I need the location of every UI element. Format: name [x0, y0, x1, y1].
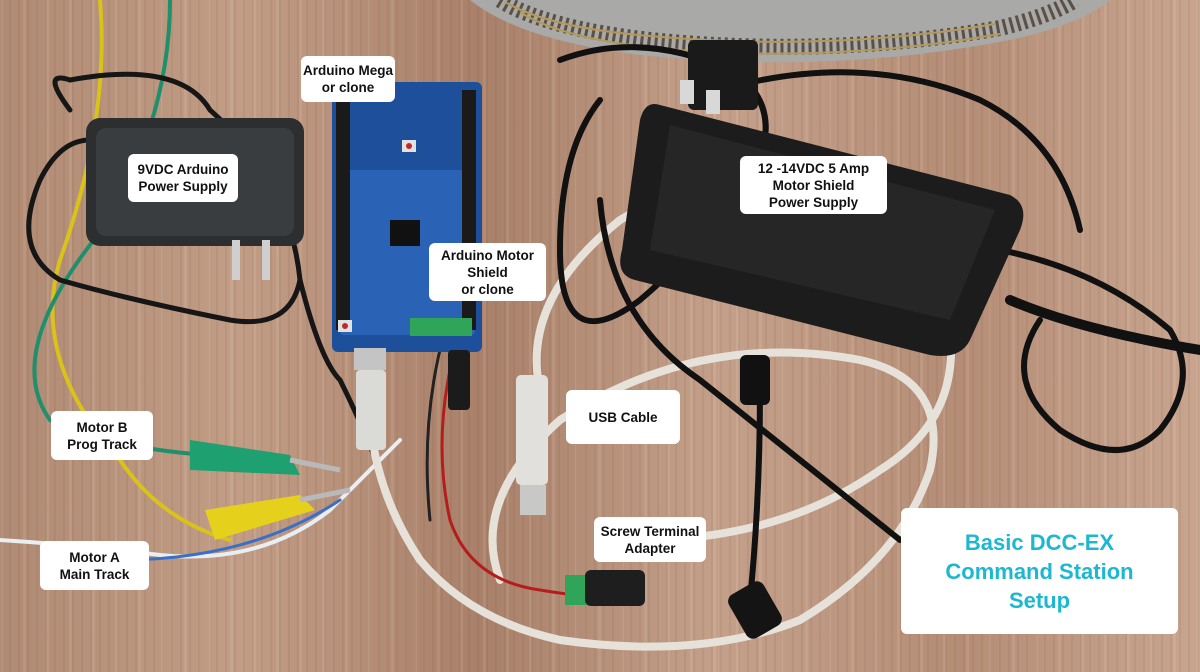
title-line-3: Setup [1008, 587, 1071, 613]
motor-power-label-line-1: 12 -14VDC 5 Amp [757, 160, 870, 176]
motor-power-label-line-3: Power Supply [768, 194, 859, 210]
motor-shield-label: Arduino Motor Shield or clone [429, 243, 546, 301]
arduino-power-label: 9VDC Arduino Power Supply [128, 154, 238, 202]
title-card: Basic DCC-EX Command Station Setup [901, 508, 1178, 634]
motor-a-label-line-2: Main Track [59, 566, 130, 582]
screw-terminal-label-line-1: Screw Terminal [600, 523, 700, 539]
usb-cable-label: USB Cable [566, 390, 680, 444]
motor-shield-label-line-2: Shield [467, 264, 508, 280]
motor-shield-label-line-1: Arduino Motor [441, 247, 534, 263]
motor-shield-label-line-3: or clone [461, 281, 514, 297]
motor-a-label: Motor A Main Track [40, 541, 149, 590]
screw-terminal-adapter [565, 570, 782, 639]
motor-b-label-line-2: Prog Track [67, 436, 137, 452]
alligator-clips [190, 440, 351, 540]
motor-b-label: Motor B Prog Track [51, 411, 153, 460]
screw-terminal-label: Screw Terminal Adapter [594, 517, 706, 562]
title-line-2: Command Station [945, 558, 1134, 584]
arduino-power-label-line-1: 9VDC Arduino [137, 162, 229, 177]
usb-plugs [356, 370, 548, 515]
arduino-mega-label-line-2: or clone [321, 80, 375, 95]
arduino-mega-label: Arduino Mega or clone [301, 56, 395, 102]
motor-b-label-line-1: Motor B [76, 419, 128, 435]
motor-power-label: 12 -14VDC 5 Amp Motor Shield Power Suppl… [740, 156, 887, 214]
screw-terminal-label-line-2: Adapter [624, 540, 676, 556]
arduino-mega-label-line-1: Arduino Mega [303, 63, 393, 78]
title-line-1: Basic DCC-EX [964, 529, 1115, 555]
motor-a-label-line-1: Motor A [69, 549, 120, 565]
usb-cable-label-line-1: USB Cable [588, 409, 658, 425]
motor-power-label-line-2: Motor Shield [772, 177, 855, 193]
motor-shield-power-supply [620, 40, 1024, 405]
track-oval [470, 0, 1110, 63]
arduino-power-label-line-2: Power Supply [138, 179, 228, 194]
